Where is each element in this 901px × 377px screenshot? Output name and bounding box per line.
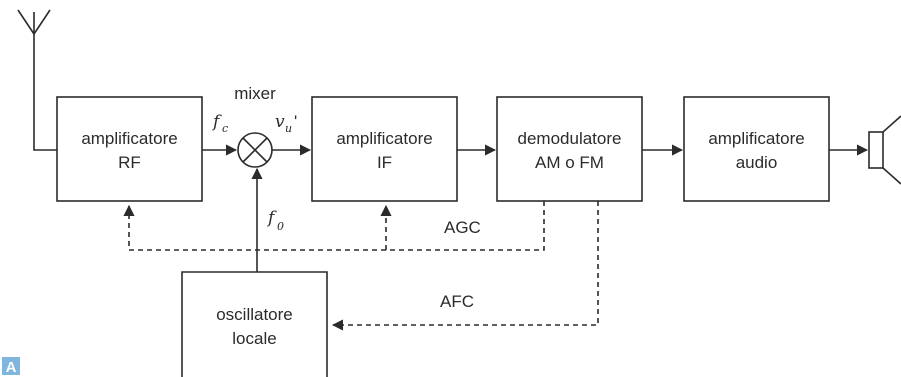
figure-badge: A <box>2 357 20 376</box>
svg-text:0: 0 <box>277 220 284 233</box>
local-oscillator-label-2: locale <box>232 329 276 348</box>
if-amplifier-block: amplificatore IF <box>311 96 458 202</box>
svg-text:v: v <box>275 112 285 132</box>
speaker-icon <box>868 115 901 185</box>
fc-label: f c <box>211 112 228 135</box>
rf-amplifier-block: amplificatore RF <box>56 96 203 202</box>
audio-amplifier-label-2: audio <box>736 153 778 172</box>
audio-amplifier-label-1: amplificatore <box>708 129 804 148</box>
afc-label: AFC <box>440 292 474 311</box>
local-oscillator-label-1: oscillatore <box>216 305 293 324</box>
local-oscillator-block: oscillatore locale <box>181 271 328 377</box>
svg-text:f: f <box>266 208 277 228</box>
vu-label: v u ' <box>275 112 297 135</box>
afc-feedback-line <box>331 201 599 331</box>
antenna-icon <box>17 9 57 151</box>
f0-label: f 0 <box>266 208 284 233</box>
demodulator-label-2: AM o FM <box>535 153 604 172</box>
svg-text:u: u <box>285 122 292 135</box>
demodulator-block: demodulatore AM o FM <box>496 96 643 202</box>
if-amplifier-label-2: IF <box>377 153 392 172</box>
svg-text:A: A <box>6 359 17 376</box>
rf-amplifier-label-1: amplificatore <box>81 129 177 148</box>
if-amplifier-label-1: amplificatore <box>336 129 432 148</box>
rf-amplifier-label-2: RF <box>118 153 141 172</box>
mixer-symbol <box>237 132 273 168</box>
agc-label: AGC <box>444 218 481 237</box>
audio-amplifier-block: amplificatore audio <box>683 96 830 202</box>
mixer-label: mixer <box>234 84 276 103</box>
demodulator-label-1: demodulatore <box>518 129 622 148</box>
agc-feedback-line <box>123 201 545 251</box>
svg-text:': ' <box>294 112 297 131</box>
svg-text:c: c <box>222 122 228 135</box>
svg-text:f: f <box>211 112 222 132</box>
